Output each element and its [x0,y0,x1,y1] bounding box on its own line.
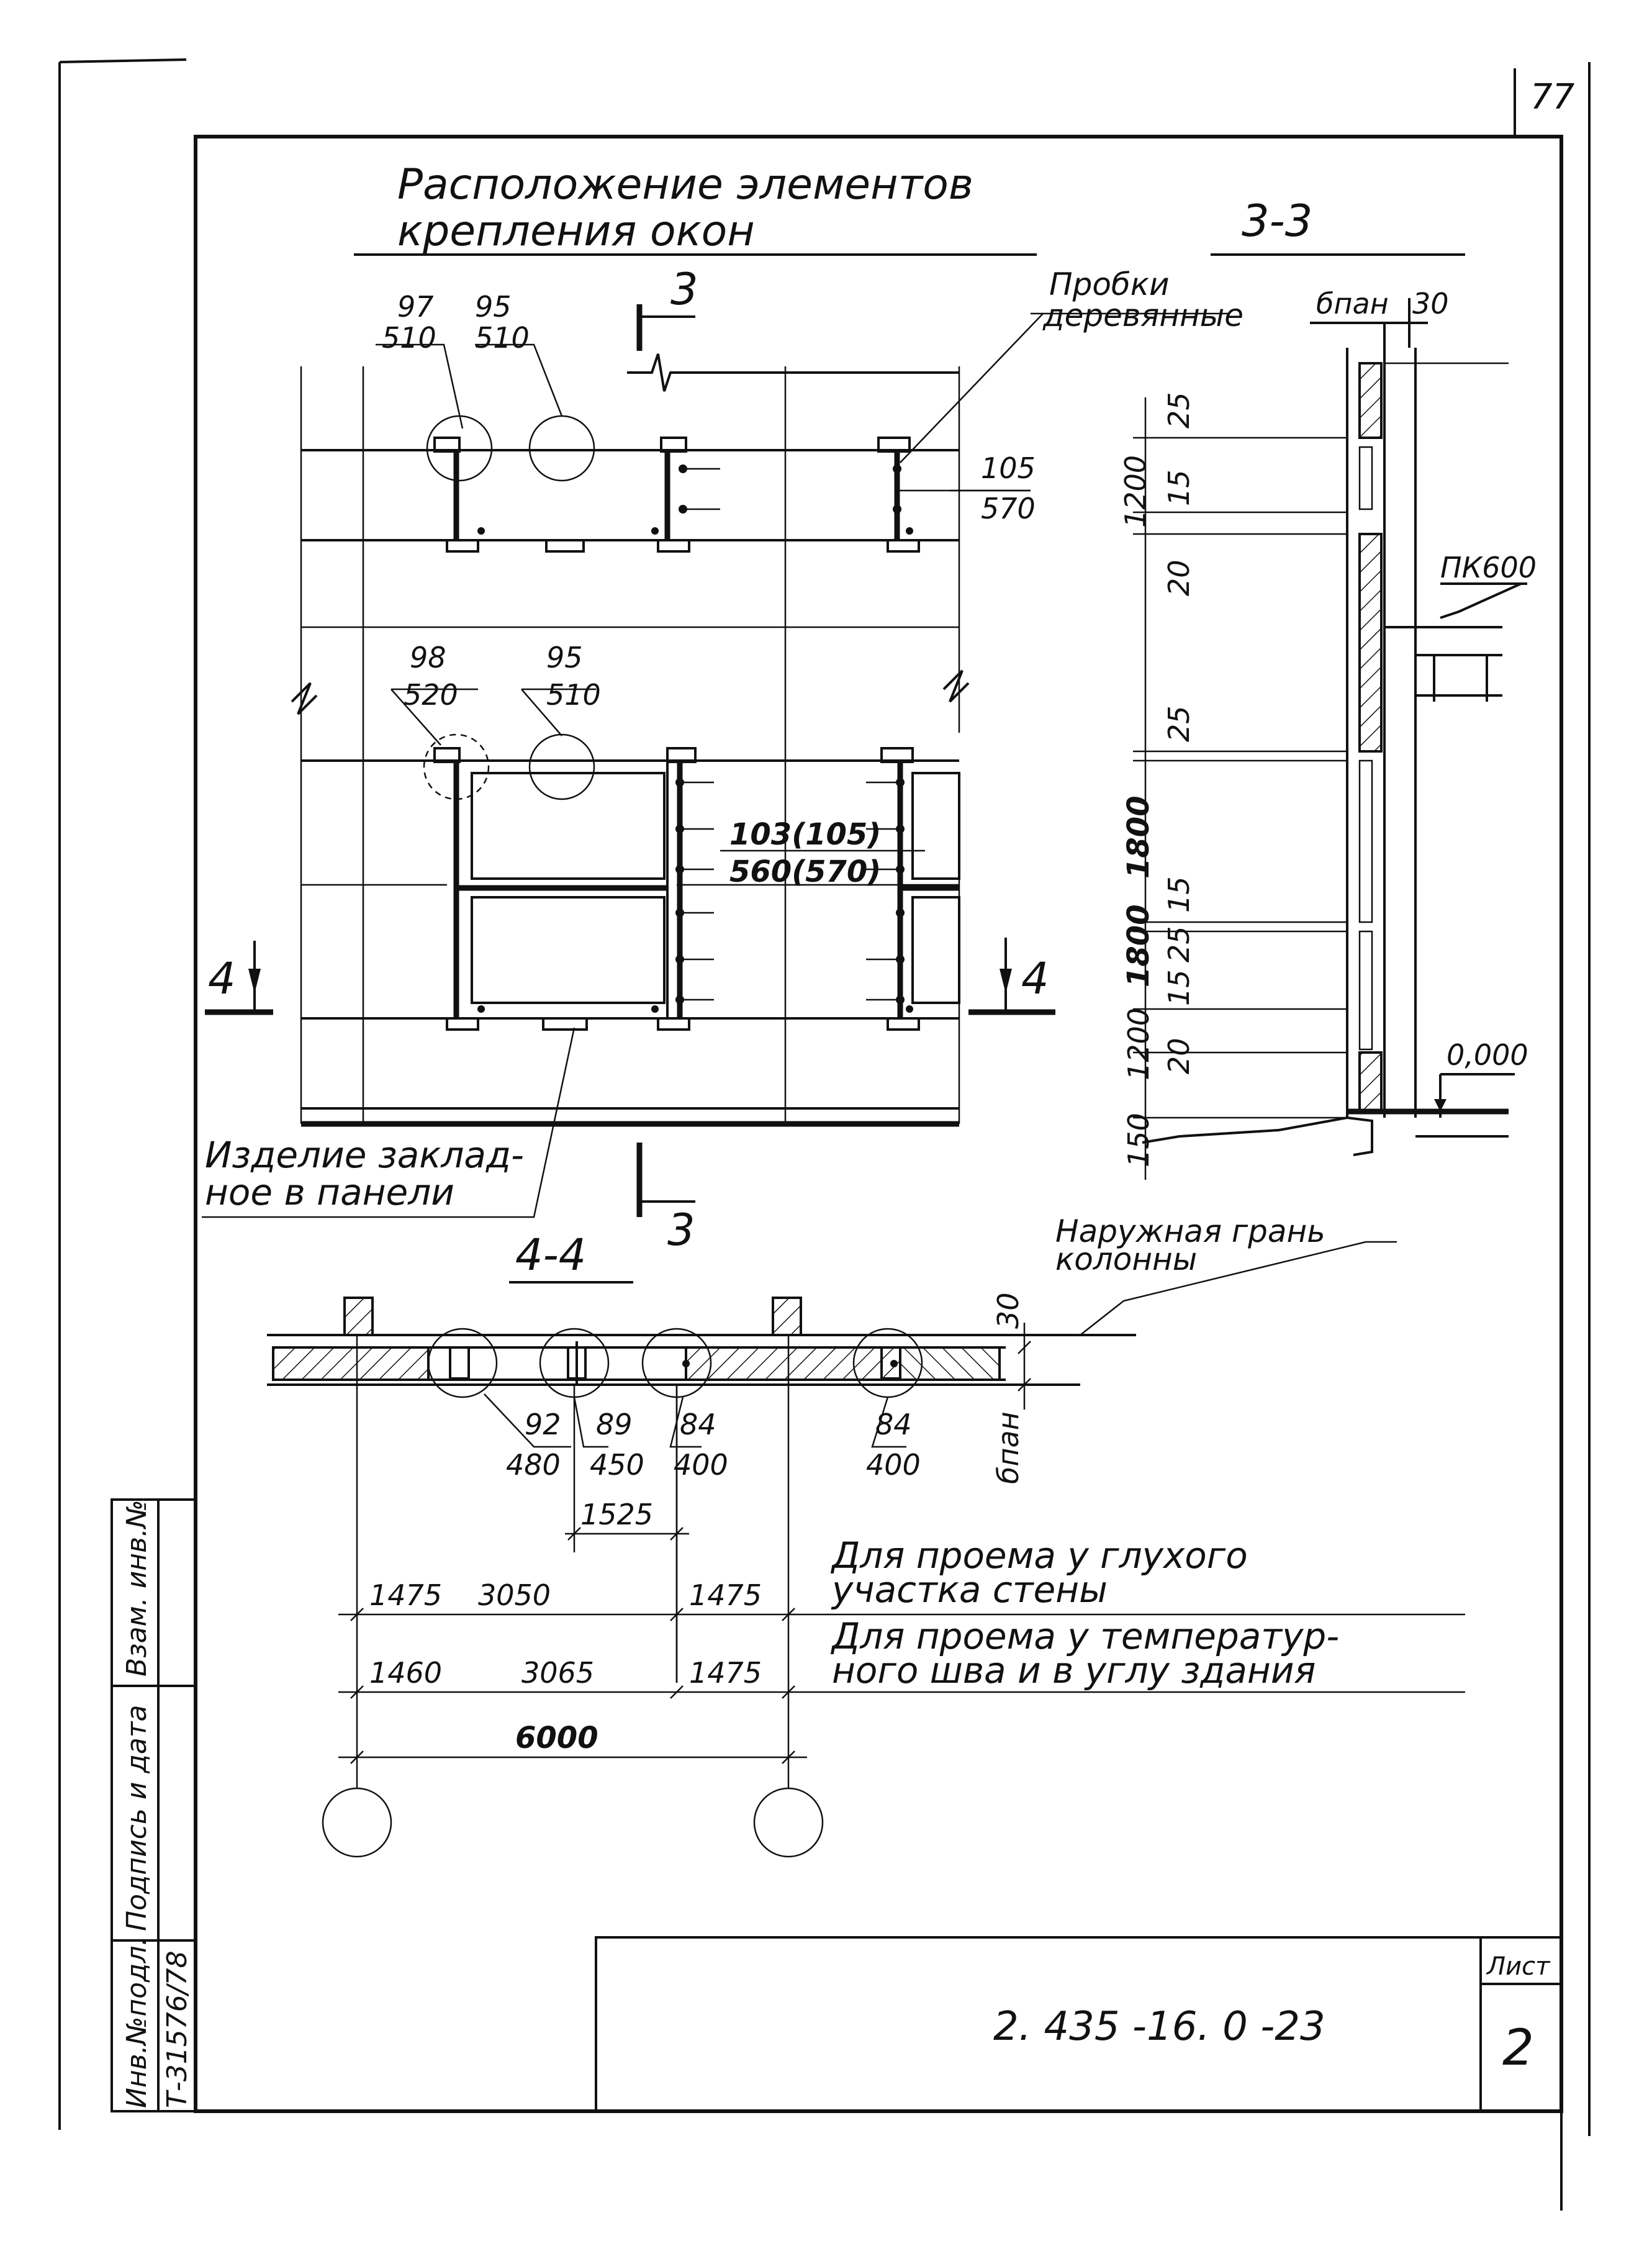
callout-103-bottom: 560(570) [729,854,881,889]
svg-text:25: 25 [1162,705,1196,742]
sheet-label: Лист [1486,1952,1551,1981]
legend-line1a: Для проема у глухого [830,1534,1248,1577]
legend-line2a: Для проема у температур- [830,1615,1339,1657]
svg-text:150: 150 [1122,1113,1155,1167]
elevation-view [202,312,1229,1218]
svg-text:20: 20 [1162,559,1196,596]
dim-bpan: бпан [991,1411,1025,1484]
stamp-col1: Инв.№подл. [121,1937,153,2108]
dim-row1-b: 3050 [478,1578,551,1612]
callout-89-bottom: 450 [590,1448,644,1482]
title-block [595,1936,1563,2112]
svg-text:1800: 1800 [1121,795,1156,879]
section-mark-3-bottom [636,1143,695,1217]
note-plugs-line2: деревянные [1042,297,1244,333]
page-number: 77 [1530,77,1575,117]
dim-1525: 1525 [580,1498,653,1531]
section-4-4 [267,1241,1465,1858]
note-plugs-line1: Пробки [1049,266,1169,302]
dim-row1-a: 1475 [369,1578,442,1612]
callout-95b-top: 95 [546,641,583,674]
svg-text:25: 25 [1162,926,1196,962]
svg-text:1200: 1200 [1122,1008,1155,1080]
svg-text:25: 25 [1162,392,1196,428]
callout-84a-top: 84 [680,1408,716,1441]
callout-84a-bottom: 400 [674,1448,728,1482]
section-3-3-bpan: бпан [1316,287,1389,320]
dim-row2-b: 3065 [521,1656,594,1690]
dim-row1-c: 1475 [689,1578,762,1612]
callout-95b-bottom: 510 [546,678,601,712]
section-3-3-dims: 25 1200 15 20 25 1800 15 25 1800 15 20 1… [1119,392,1196,1167]
section-4-4-title: 4-4 [515,1229,586,1280]
section-mark-4-right [968,938,1055,1015]
note-embed-line1: Изделие заклад- [205,1134,524,1176]
callout-98-top: 98 [410,641,446,674]
section-3-3-30: 30 [1412,287,1449,320]
svg-text:20: 20 [1162,1038,1196,1074]
dim-30: 30 [991,1292,1025,1329]
callout-95a-bottom: 510 [475,321,530,355]
dim-total: 6000 [515,1721,598,1755]
drawing-title-line2: крепления окон [397,207,755,256]
note-embed-line2: ное в панели [205,1171,454,1213]
section-mark-top-label: 3 [670,264,698,315]
section-3-3-title: 3-3 [1242,196,1312,247]
svg-text:15: 15 [1162,969,1196,1006]
dim-row2-a: 1460 [369,1656,442,1690]
callout-103-top: 103(105) [729,817,881,852]
callout-92-top: 92 [525,1408,561,1441]
svg-text:15: 15 [1162,876,1196,913]
stamp-inventory-value: Т-31576/78 [161,1950,193,2108]
note-face-line2: колонны [1055,1241,1197,1277]
section-mark-bottom-label: 3 [667,1205,695,1256]
sheet-number: 2 [1502,2019,1534,2076]
callout-84b-bottom: 400 [866,1448,921,1482]
callout-98-bottom: 520 [404,678,458,712]
level-label: 0,000 [1447,1038,1528,1072]
callout-105-top: 105 [981,451,1036,485]
legend-line2b: ного шва и в углу здания [832,1649,1316,1691]
section-3-3 [1133,253,1527,1180]
note-face-line1: Наружная грань [1055,1213,1325,1249]
section-mark-left-label: 4 [208,953,236,1004]
section-mark-3-top [636,304,695,351]
callout-95a-top: 95 [475,290,512,324]
doc-code: 2. 435 -16. 0 -23 [993,2004,1325,2050]
svg-text:15: 15 [1162,469,1196,506]
svg-text:1800: 1800 [1121,904,1156,987]
legend-line1b: участка стены [831,1569,1108,1611]
section-mark-4-left [205,941,273,1015]
side-stamp [111,1498,197,2112]
callout-97-bottom: 510 [382,321,436,355]
callout-89-top: 89 [596,1408,633,1441]
callout-84b-top: 84 [875,1408,912,1441]
callout-97-top: 97 [397,290,434,324]
drawing-title-line1: Расположение элементов [397,160,973,209]
callout-105-bottom: 570 [981,492,1036,525]
section-mark-right-label: 4 [1021,953,1049,1004]
dim-row2-c: 1475 [689,1656,762,1690]
stamp-col3: Взам. инв.№ [121,1500,153,1677]
beam-label: ПК600 [1440,551,1537,584]
stamp-col2: Подпись и дата [121,1705,153,1931]
svg-text:1200: 1200 [1119,455,1152,528]
callout-92-bottom: 480 [506,1448,561,1482]
